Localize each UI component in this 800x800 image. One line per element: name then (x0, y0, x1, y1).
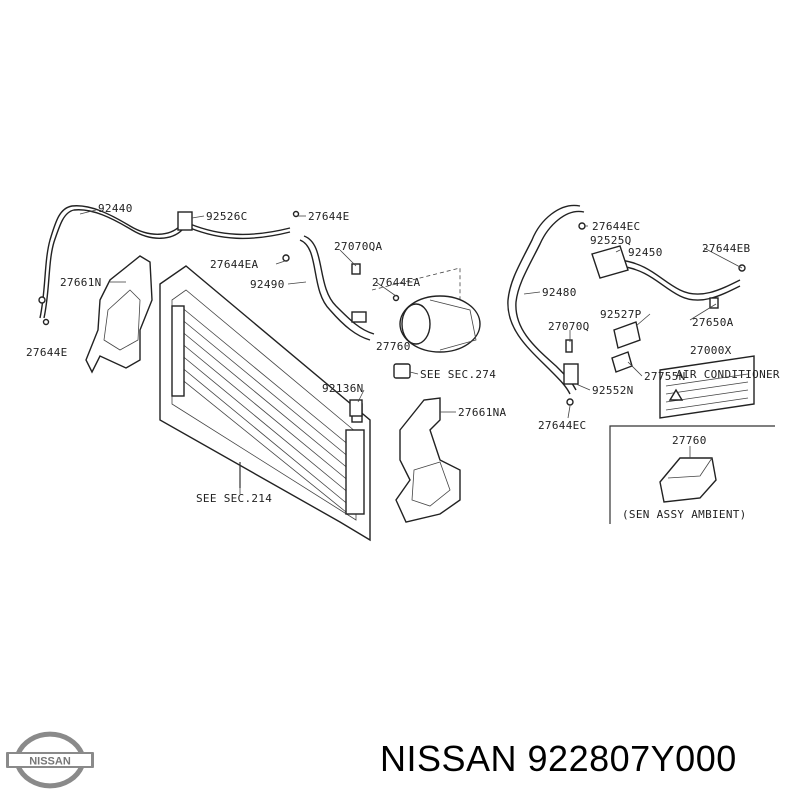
cap-92136n (349, 399, 363, 417)
leader-lines (79, 209, 743, 494)
warning-label-27000x: AIR CONDITIONER (659, 355, 780, 419)
label-27644e-left: 27644E (26, 346, 68, 359)
label-92450: 92450 (628, 246, 663, 259)
label-inset-27760: 27760 (672, 434, 707, 447)
part-number-title: NISSAN 922807Y000 (380, 738, 737, 779)
hose-92450 (591, 245, 746, 309)
compressor (371, 267, 481, 353)
hose-92440 (38, 205, 300, 326)
label-see-sec-214: SEE SEC.214 (196, 492, 272, 505)
label-27000x: 27000X (690, 344, 732, 357)
label-27644ea-1: 27644EA (210, 258, 259, 271)
label-27650a: 27650A (692, 316, 734, 329)
label-27644ea-2: 27644EA (372, 276, 421, 289)
nissan-logo: NISSAN (6, 731, 94, 789)
label-92526c: 92526C (206, 210, 248, 223)
label-inset-caption: (SEN ASSY AMBIENT) (622, 508, 747, 521)
sensor-27760 (393, 363, 411, 379)
part-labels: 92440 92526C 27644E 27661N 27644E 27644E… (26, 202, 751, 521)
label-92480: 92480 (542, 286, 577, 299)
inset-box (609, 425, 775, 524)
label-92490: 92490 (250, 278, 285, 291)
label-27644eb: 27644EB (702, 242, 751, 255)
label-92525q: 92525Q (590, 234, 632, 247)
label-27755n: 27755N (644, 370, 686, 383)
label-27070qa: 27070QA (334, 240, 383, 253)
label-92136n: 92136N (322, 382, 364, 395)
label-92440: 92440 (98, 202, 133, 215)
label-27661na: 27661NA (458, 406, 507, 419)
label-27644e-top: 27644E (308, 210, 350, 223)
hose-92480 (507, 204, 586, 406)
label-92527p: 92527P (600, 308, 642, 321)
logo-text: NISSAN (29, 756, 71, 768)
warning-label-title: AIR CONDITIONER (676, 368, 780, 381)
clip-92527p (613, 321, 641, 349)
condenser-panel (159, 265, 371, 542)
label-92552n: 92552N (592, 384, 634, 397)
label-27070q: 27070Q (548, 320, 590, 333)
label-27760: 27760 (376, 340, 411, 353)
label-27644ec-top: 27644EC (592, 220, 640, 233)
clip-27755n (611, 351, 633, 373)
label-27644ec-bottom: 27644EC (538, 419, 586, 432)
label-see-sec-274: SEE SEC.274 (420, 368, 496, 381)
bracket-27661n (85, 255, 153, 374)
label-27661n: 27661N (60, 276, 102, 289)
bracket-27661na (395, 397, 461, 523)
hose-92490 (282, 235, 375, 341)
